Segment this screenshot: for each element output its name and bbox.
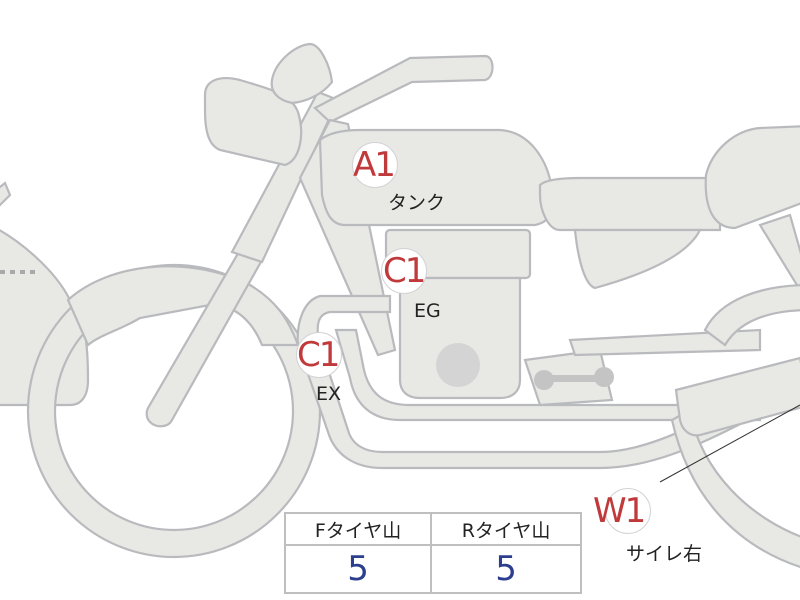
callout-w1-marker[interactable] bbox=[605, 488, 651, 534]
w1-leader-line bbox=[659, 404, 800, 483]
callout-c1-ex-label: EX bbox=[316, 383, 342, 405]
engine bbox=[384, 228, 614, 407]
callout-a1-code: A1 bbox=[353, 145, 396, 185]
table-header-row: Fタイヤ山 Rタイヤ山 bbox=[283, 512, 582, 546]
callout-a1-marker[interactable] bbox=[352, 142, 398, 188]
callout-c1-eg-marker[interactable] bbox=[381, 248, 427, 294]
tire-tread-table: Fタイヤ山 Rタイヤ山 5 5 bbox=[283, 512, 582, 594]
rear-tire-tread-value: 5 bbox=[430, 544, 582, 594]
callout-w1-code: W1 bbox=[593, 491, 646, 531]
callout-c1-eg-label: EG bbox=[414, 300, 441, 322]
callout-c1-eg-code: C1 bbox=[383, 251, 426, 291]
rear-tire-tread-header: Rタイヤ山 bbox=[430, 512, 582, 546]
front-tire-tread-value: 5 bbox=[283, 544, 433, 594]
exhaust bbox=[296, 294, 750, 470]
table-row: 5 5 bbox=[283, 544, 582, 594]
front-tire-tread-header: Fタイヤ山 bbox=[283, 512, 433, 546]
callout-a1-label: タンク bbox=[388, 192, 446, 214]
headlight-handlebar bbox=[203, 42, 494, 167]
callout-w1-label: サイレ右 bbox=[626, 543, 703, 565]
callout-c1-ex-code: C1 bbox=[297, 335, 340, 375]
seat-rear bbox=[538, 125, 800, 357]
callout-c1-ex-marker[interactable] bbox=[296, 332, 342, 378]
rear-wheel bbox=[670, 284, 800, 568]
